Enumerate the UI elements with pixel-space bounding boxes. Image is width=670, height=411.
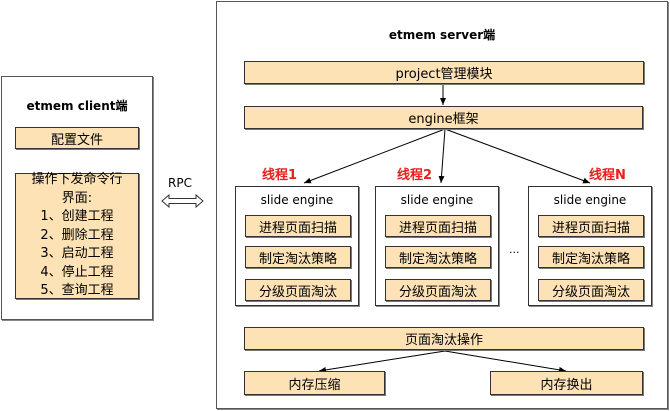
arrow-eviction-to-swap <box>444 350 567 373</box>
ellipsis: ... <box>509 243 520 256</box>
thread-label-1: 线程1 <box>262 168 298 183</box>
step-eviction-policy: 制定淘汰策略 <box>245 246 351 268</box>
server-panel: etmem server端 <box>216 1 668 409</box>
memory-compress-box: 内存压缩 <box>244 371 385 395</box>
command-header: 操作下发命令行 <box>31 172 123 188</box>
arrow-engine-to-thread2 <box>438 128 446 184</box>
server-title: etmem server端 <box>388 28 496 42</box>
command-item: 4、停止工程 <box>40 264 114 280</box>
arrow-engine-to-threadN <box>444 128 591 184</box>
rpc-label: RPC <box>168 176 192 190</box>
step-tiered-eviction: 分级页面淘汰 <box>538 279 644 301</box>
step-page-scan: 进程页面扫描 <box>538 215 644 237</box>
client-title: etmem client端 <box>26 99 128 113</box>
slide-engine-title: slide engine <box>400 193 474 207</box>
memory-swap-out-box: 内存换出 <box>490 371 643 395</box>
step-page-scan: 进程页面扫描 <box>385 215 491 237</box>
command-item: 2、删除工程 <box>40 227 114 243</box>
step-tiered-eviction: 分级页面淘汰 <box>385 279 491 301</box>
slide-engine-title: slide engine <box>260 193 334 207</box>
slide-engine-1: slide engine 进程页面扫描 制定淘汰策略 分级页面淘汰 <box>235 186 359 306</box>
command-item: 3、启动工程 <box>40 246 114 262</box>
thread-label-2: 线程2 <box>397 168 433 183</box>
config-file-box: 配置文件 <box>15 127 139 149</box>
page-eviction-box: 页面淘汰操作 <box>244 327 644 350</box>
project-module-box: project管理模块 <box>244 61 644 84</box>
arrow-eviction-to-compress <box>318 350 446 373</box>
client-panel: etmem client端 配置文件 操作下发命令行 界面: 1、创建工程 2、… <box>1 76 153 320</box>
engine-framework-box: engine框架 <box>244 106 643 129</box>
command-item: 5、查询工程 <box>40 283 114 299</box>
slide-engine-n: slide engine 进程页面扫描 制定淘汰策略 分级页面淘汰 <box>528 186 652 306</box>
rpc-double-arrow-icon <box>161 193 204 209</box>
step-eviction-policy: 制定淘汰策略 <box>538 246 644 268</box>
arrow-engine-to-thread1 <box>303 128 446 184</box>
command-header-2: 界面: <box>61 190 93 206</box>
thread-label-n: 线程N <box>589 168 626 183</box>
step-page-scan: 进程页面扫描 <box>245 215 351 237</box>
step-tiered-eviction: 分级页面淘汰 <box>245 279 351 301</box>
slide-engine-2: slide engine 进程页面扫描 制定淘汰策略 分级页面淘汰 <box>375 186 499 306</box>
slide-engine-title: slide engine <box>553 193 627 207</box>
step-eviction-policy: 制定淘汰策略 <box>385 246 491 268</box>
command-item: 1、创建工程 <box>40 209 114 225</box>
command-line-box: 操作下发命令行 界面: 1、创建工程 2、删除工程 3、启动工程 4、停止工程 … <box>15 172 139 299</box>
